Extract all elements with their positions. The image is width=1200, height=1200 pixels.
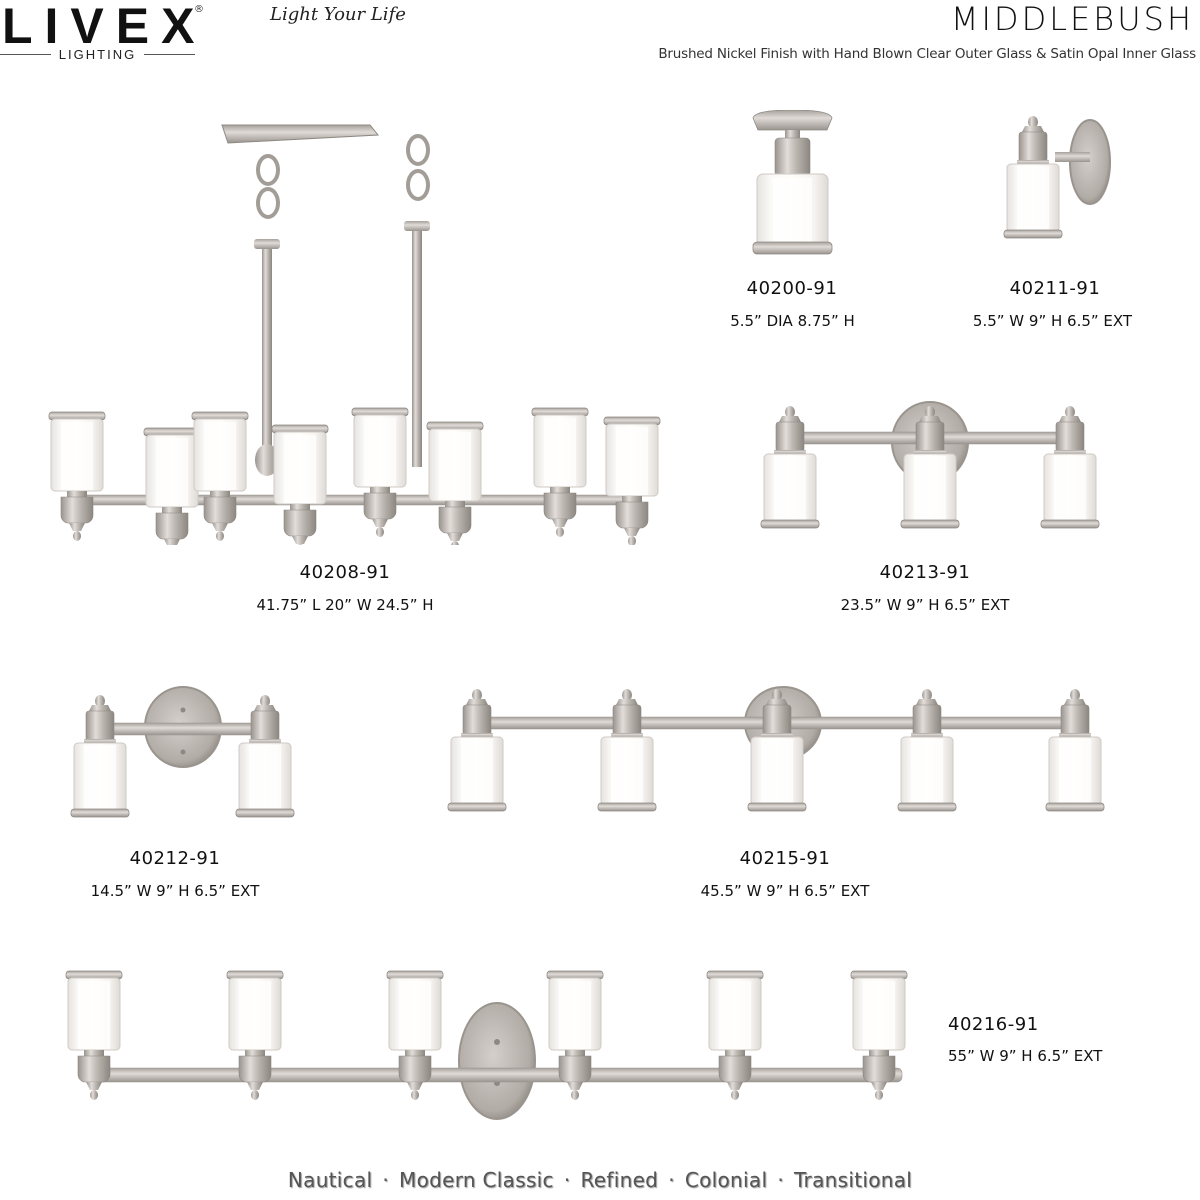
brand-sub-text: LIGHTING [58,46,137,62]
product-sku: 40208-91 [299,562,391,583]
tag-separator: · [382,1168,390,1192]
brand-name: LIVEX [2,0,207,54]
style-tag: Modern Classic [399,1168,554,1192]
collection-title: MIDDLEBUSH [950,0,1194,38]
product-image-flush-mount [745,110,840,260]
product-image-3-light-vanity [750,400,1110,540]
product-sku: 40215-91 [739,848,831,869]
product-dimensions: 5.5” DIA 8.75” H [730,312,855,330]
tagline: Light Your Life [270,4,406,25]
product-dimensions: 41.75” L 20” W 24.5” H [256,596,434,614]
product-image-linear-chandelier [40,115,670,545]
tag-separator: · [563,1168,571,1192]
product-dimensions: 45.5” W 9” H 6.5” EXT [700,882,870,900]
product-dimensions: 14.5” W 9” H 6.5” EXT [90,882,260,900]
style-tag: Transitional [793,1168,913,1192]
product-dimensions: 23.5” W 9” H 6.5” EXT [840,596,1010,614]
product-image-5-light-vanity [445,685,1125,825]
product-sku: 40213-91 [879,562,971,583]
logo-rule-left [0,53,51,55]
style-tag: Colonial [684,1168,768,1192]
style-tag: Nautical [287,1168,373,1192]
tag-separator: · [777,1168,784,1192]
registered-mark: ® [194,4,204,15]
product-image-2-light-vanity [65,685,300,825]
tag-separator: · [668,1168,675,1192]
brand-sub: LIGHTING [0,46,195,62]
product-dimensions: 5.5” W 9” H 6.5” EXT [972,312,1133,330]
style-tag: Refined [580,1168,659,1192]
finish-description: Brushed Nickel Finish with Hand Blown Cl… [658,46,1196,62]
product-sku: 40211-91 [1009,278,1101,299]
style-tags: Nautical · Modern Classic · Refined · Colonial… [0,1168,1200,1192]
product-sku: 40216-91 [948,1014,1039,1035]
livex-logo: LIVEX ® LIGHTING [0,0,210,66]
product-sku: 40212-91 [129,848,221,869]
product-sku: 40200-91 [746,278,838,299]
product-image-6-light-vanity [62,968,932,1123]
logo-rule-right [144,53,195,55]
product-image-wall-sconce [1000,112,1115,257]
product-dimensions: 55” W 9” H 6.5” EXT [948,1047,1103,1065]
